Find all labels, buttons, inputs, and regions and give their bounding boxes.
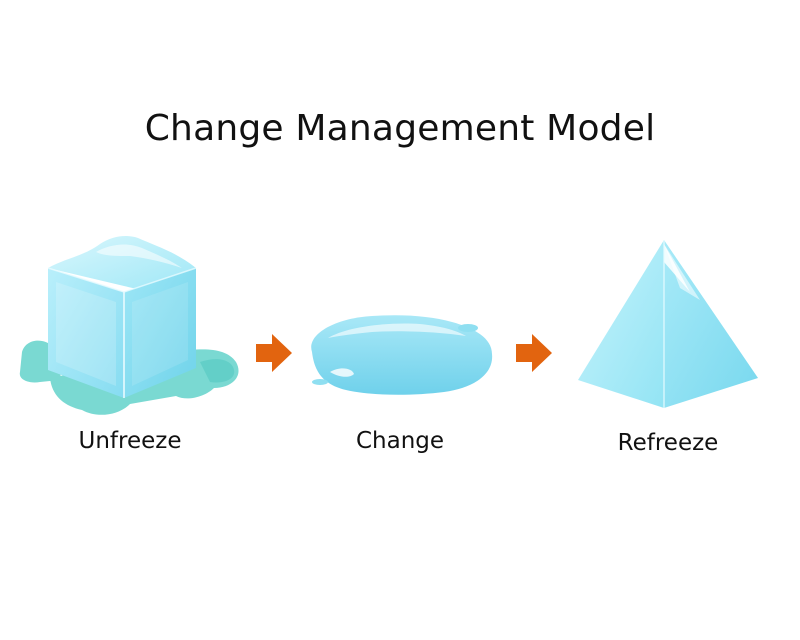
stage-label-change: Change (355, 428, 445, 454)
diagram-title: Change Management Model (144, 108, 656, 149)
stage-label-unfreeze: Unfreeze (78, 428, 182, 454)
pyramid-left-face (578, 240, 664, 408)
water-droplet (312, 379, 328, 385)
cube-left-face (48, 268, 124, 398)
pyramid-right-face (664, 240, 758, 408)
ice-cube-icon (19, 236, 239, 415)
stage-label-refreeze: Refreeze (617, 430, 719, 456)
cube-top-face (48, 236, 196, 292)
ice-pyramid-icon (578, 240, 758, 408)
cube-right-face (124, 268, 196, 398)
arrow-right-icon (516, 334, 552, 372)
arrow-right-icon (256, 334, 292, 372)
water-puddle-icon (311, 315, 493, 395)
water-droplet (458, 324, 478, 332)
water-blob (311, 315, 493, 395)
